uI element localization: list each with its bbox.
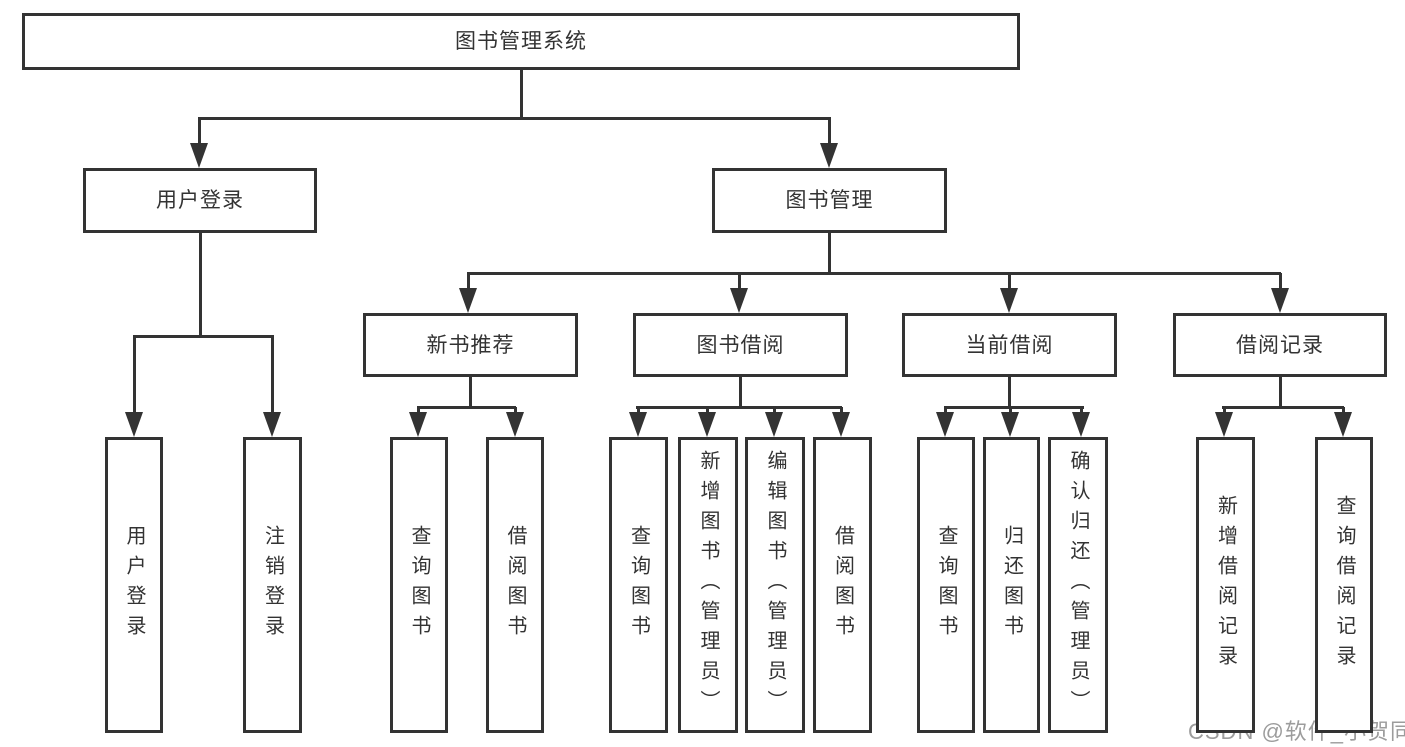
connector-line [636, 405, 842, 409]
node-borrow-books-recommend: 借阅图书 [486, 437, 544, 733]
node-label-add-borrow-record: 新增借阅记录 [1214, 495, 1237, 675]
arrow-head-icon [190, 143, 208, 168]
connector-arrow-stem [270, 336, 274, 419]
connector-line [198, 233, 202, 336]
node-label-query-books-recommend: 查询图书 [408, 525, 430, 645]
node-label-return-book: 归还图书 [1000, 525, 1023, 645]
node-label-user-login: 用户登录 [123, 525, 145, 645]
node-edit-book-admin: 编辑图书（管理员） [745, 437, 805, 733]
connector-line [519, 70, 523, 118]
arrow-head-icon [125, 412, 143, 437]
connector-line [468, 377, 472, 407]
connector-arrow-stem [1007, 273, 1011, 295]
node-query-books-borrowing: 查询图书 [609, 437, 668, 733]
arrow-head-icon [765, 412, 783, 437]
arrow-head-icon [730, 288, 748, 313]
node-new-book-recommend: 新书推荐 [363, 313, 578, 377]
node-label-book-management: 图书管理 [785, 189, 874, 212]
node-confirm-return-admin: 确认归还（管理员） [1048, 437, 1108, 733]
arrow-head-icon [1072, 412, 1090, 437]
arrow-head-icon [820, 143, 838, 168]
connector-line [198, 116, 831, 120]
node-label-query-books-borrowing: 查询图书 [627, 525, 650, 645]
node-label-edit-book-admin: 编辑图书（管理员） [764, 450, 786, 720]
node-label-borrow-books-recommend: 借阅图书 [504, 525, 526, 645]
node-root: 图书管理系统 [22, 13, 1020, 70]
connector-line [1222, 405, 1344, 409]
node-label-user-logout: 注销登录 [261, 525, 284, 645]
arrow-head-icon [1271, 288, 1289, 313]
node-add-borrow-record: 新增借阅记录 [1196, 437, 1255, 733]
connector-line [417, 405, 516, 409]
arrow-head-icon [506, 412, 524, 437]
arrow-head-icon [936, 412, 954, 437]
node-label-query-books-current: 查询图书 [935, 525, 957, 645]
node-query-borrow-record: 查询借阅记录 [1315, 437, 1373, 733]
arrow-head-icon [1215, 412, 1233, 437]
node-user-login: 用户登录 [105, 437, 163, 733]
arrow-head-icon [263, 412, 281, 437]
arrow-head-icon [1001, 412, 1019, 437]
node-current-borrowing: 当前借阅 [902, 313, 1117, 377]
node-label-new-book-recommend: 新书推荐 [426, 333, 515, 357]
connector-line [133, 334, 274, 338]
node-label-borrowing-records: 借阅记录 [1236, 333, 1324, 357]
node-query-books-recommend: 查询图书 [390, 437, 448, 733]
node-user-logout: 注销登录 [243, 437, 302, 733]
arrow-head-icon [1000, 288, 1018, 313]
node-add-book-admin: 新增图书（管理员） [678, 437, 738, 733]
connector-line [1278, 377, 1282, 407]
connector-arrow-stem [197, 118, 201, 150]
connector-line [467, 271, 1281, 275]
node-label-root: 图书管理系统 [455, 30, 587, 53]
node-label-add-book-admin: 新增图书（管理员） [697, 450, 719, 720]
connector-arrow-stem [132, 336, 136, 419]
node-label-book-borrowing: 图书借阅 [696, 333, 785, 357]
arrow-head-icon [629, 412, 647, 437]
connector-line [1007, 377, 1011, 407]
node-book-management: 图书管理 [712, 168, 947, 233]
node-query-books-current: 查询图书 [917, 437, 975, 733]
connector-line [827, 233, 831, 273]
connector-arrow-stem [737, 273, 741, 295]
connector-arrow-stem [827, 118, 831, 150]
node-label-current-borrowing: 当前借阅 [965, 333, 1054, 357]
arrow-head-icon [1334, 412, 1352, 437]
node-borrowing-records: 借阅记录 [1173, 313, 1387, 377]
arrow-head-icon [409, 412, 427, 437]
connector-arrow-stem [1278, 273, 1282, 295]
node-borrow-books-borrowing: 借阅图书 [813, 437, 872, 733]
node-label-user-login-module: 用户登录 [156, 189, 244, 212]
node-book-borrowing: 图书借阅 [633, 313, 848, 377]
connector-line [738, 377, 742, 407]
node-label-query-borrow-record: 查询借阅记录 [1333, 495, 1355, 675]
arrow-head-icon [698, 412, 716, 437]
node-label-borrow-books-borrowing: 借阅图书 [831, 525, 854, 645]
connector-arrow-stem [466, 273, 470, 295]
node-label-confirm-return-admin: 确认归还（管理员） [1067, 450, 1089, 720]
arrow-head-icon [459, 288, 477, 313]
arrow-head-icon [832, 412, 850, 437]
connector-line [944, 405, 1084, 409]
node-user-login-module: 用户登录 [83, 168, 317, 233]
node-return-book: 归还图书 [983, 437, 1040, 733]
